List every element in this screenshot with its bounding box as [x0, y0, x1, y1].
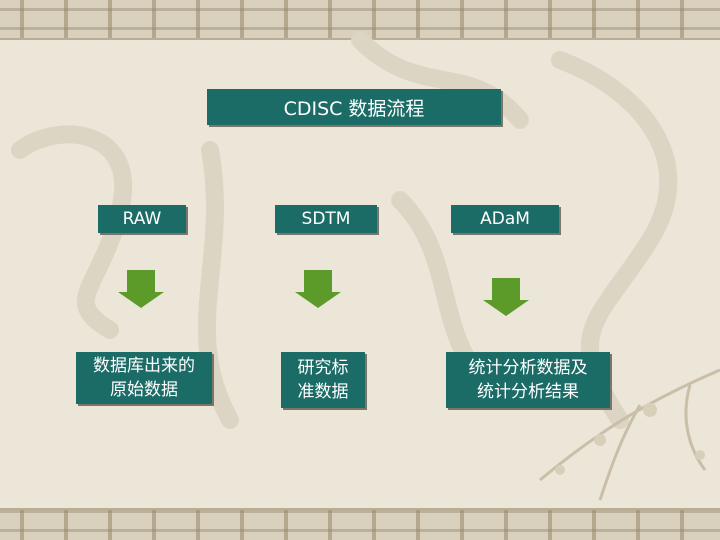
- calligraphy-stroke: [351, 31, 529, 129]
- bottom-decorative-border: [0, 508, 720, 540]
- step-raw: RAW: [98, 205, 186, 233]
- down-arrow-icon: [295, 270, 341, 308]
- description-adam: 统计分析数据及 统计分析结果: [446, 352, 610, 408]
- step-adam: ADaM: [451, 205, 559, 233]
- description-sdtm: 研究标 准数据: [281, 352, 365, 408]
- description-raw: 数据库出来的 原始数据: [76, 352, 212, 404]
- down-arrow-icon: [118, 270, 164, 308]
- step-sdtm: SDTM: [275, 205, 377, 233]
- calligraphy-stroke: [198, 141, 239, 429]
- down-arrow-icon: [483, 278, 529, 316]
- top-decorative-border: [0, 0, 720, 40]
- diagram-title: CDISC 数据流程: [207, 89, 501, 125]
- plum-branch-decoration: [539, 368, 720, 501]
